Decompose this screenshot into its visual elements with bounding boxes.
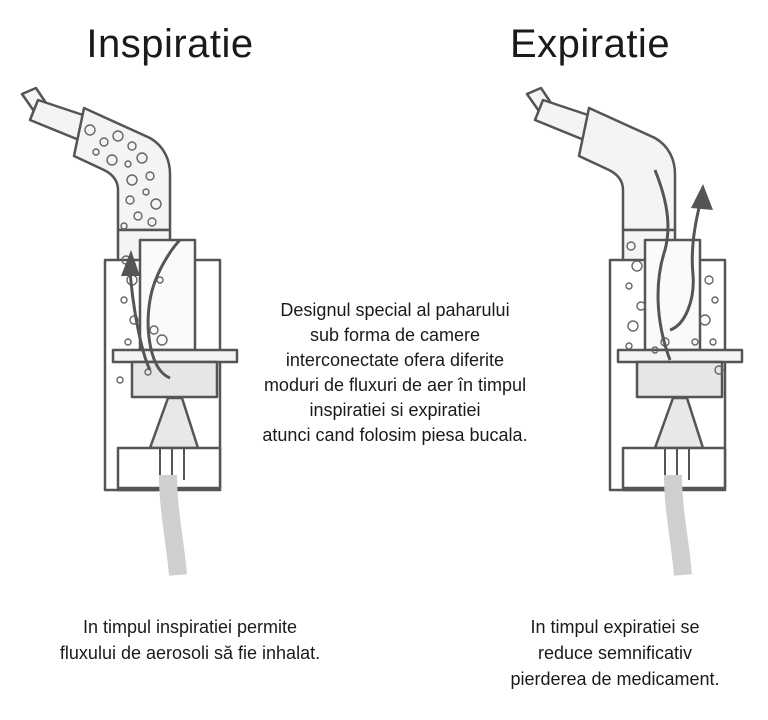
caption-inspiration: In timpul inspiratiei permite fluxului d…: [30, 614, 350, 666]
center-line-6: atunci cand folosim piesa bucala.: [262, 425, 528, 445]
caption-right-line-2: reduce semnificativ: [537, 643, 693, 663]
airflow-arrow-icon: [121, 250, 140, 276]
nebulizer-inspiration-icon: [20, 86, 239, 576]
center-line-1: Designul special al paharului: [280, 300, 510, 320]
title-inspiration: Inspiratie: [86, 22, 254, 66]
caption-right-line-1: In timpul expiratiei se: [530, 617, 700, 637]
center-line-5: inspiratiei si expiratiei: [309, 400, 481, 420]
center-line-2: sub forma de camere: [309, 325, 481, 345]
center-description: Designul special al paharului sub forma …: [245, 298, 545, 448]
nebulizer-expiration-icon: [525, 86, 744, 576]
caption-expiration: In timpul expiratiei se reduce semnifica…: [470, 614, 760, 692]
center-line-4: moduri de fluxuri de aer în timpul: [263, 375, 527, 395]
caption-left-line-2: fluxului de aerosoli să fie inhalat.: [59, 643, 321, 663]
center-line-3: interconectate ofera diferite: [285, 350, 505, 370]
airflow-arrow-icon: [691, 184, 713, 210]
title-expiration: Expiratie: [509, 22, 671, 66]
caption-left-line-1: In timpul inspiratiei permite: [82, 617, 298, 637]
caption-right-line-3: pierderea de medicament.: [510, 669, 720, 689]
